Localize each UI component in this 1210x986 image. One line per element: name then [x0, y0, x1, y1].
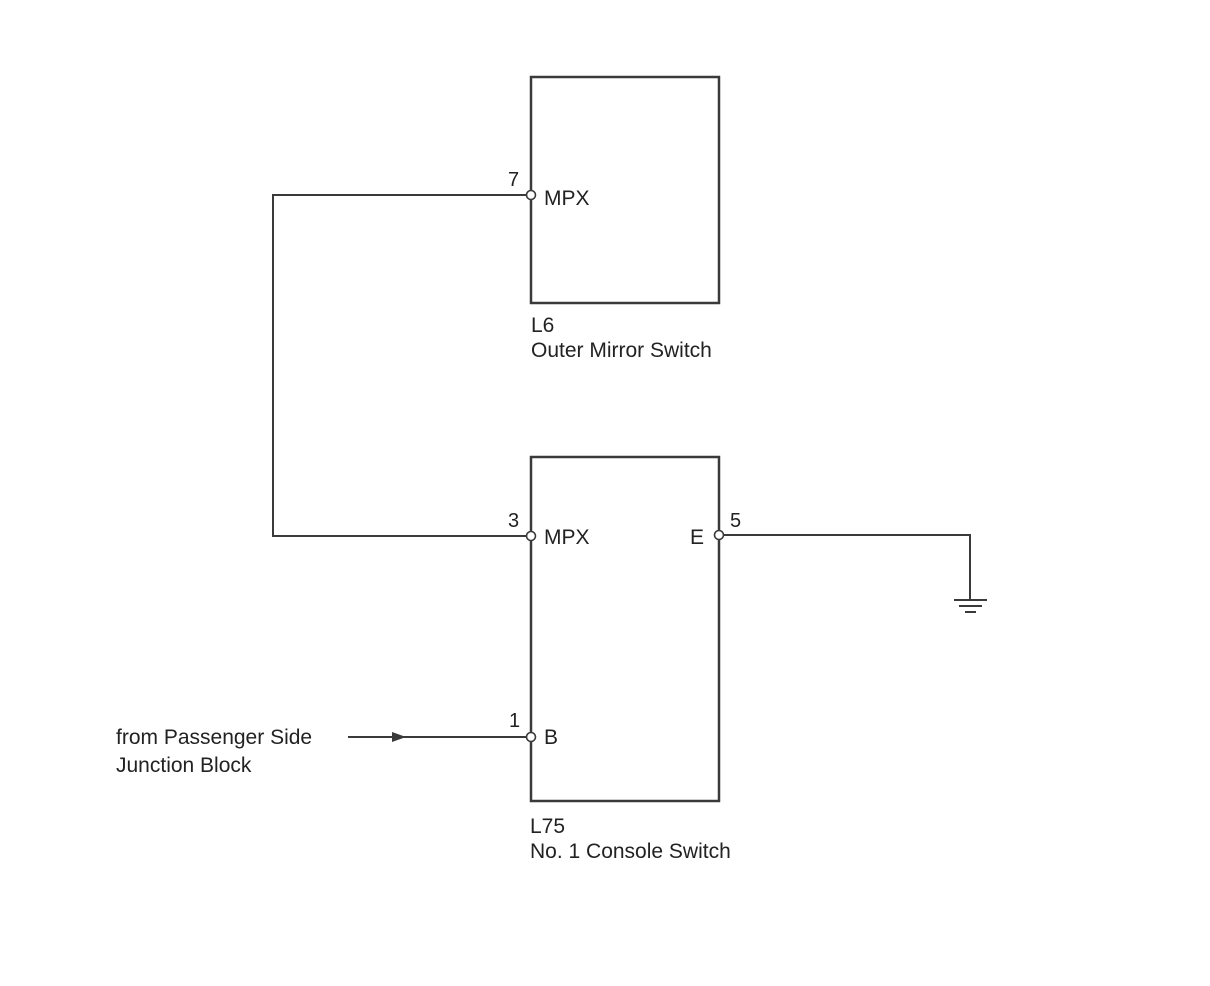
outer-mirror-switch-pin-mpx	[525, 189, 537, 201]
console-switch-mpx-pin-label: MPX	[544, 526, 590, 549]
ground-wire	[724, 534, 971, 599]
console-switch-mpx-pin-number: 3	[508, 510, 519, 532]
console-switch-id: L75	[530, 815, 565, 838]
mpx-wire	[272, 194, 527, 537]
outer-mirror-switch-pin-number: 7	[508, 169, 519, 191]
external-source-line-1: from Passenger Side	[116, 726, 312, 749]
console-switch-b-pin-number: 1	[509, 710, 520, 732]
console-switch-e-pin-label: E	[690, 526, 704, 549]
outer-mirror-switch-pin-label: MPX	[544, 187, 590, 210]
console-switch-pin-mpx	[525, 530, 537, 542]
console-switch-name: No. 1 Console Switch	[530, 840, 731, 863]
ground-icon	[954, 599, 987, 613]
outer-mirror-switch-id: L6	[531, 314, 554, 337]
console-switch-pin-b	[525, 731, 537, 743]
arrow-right-icon	[392, 732, 406, 742]
outer-mirror-switch-box	[529, 75, 721, 305]
console-switch-e-pin-number: 5	[730, 510, 741, 532]
outer-mirror-switch-name: Outer Mirror Switch	[531, 339, 712, 362]
console-switch-b-pin-label: B	[544, 726, 558, 749]
console-switch-pin-e	[713, 529, 725, 541]
console-switch-box	[529, 455, 721, 803]
external-source-line-2: Junction Block	[116, 754, 252, 777]
